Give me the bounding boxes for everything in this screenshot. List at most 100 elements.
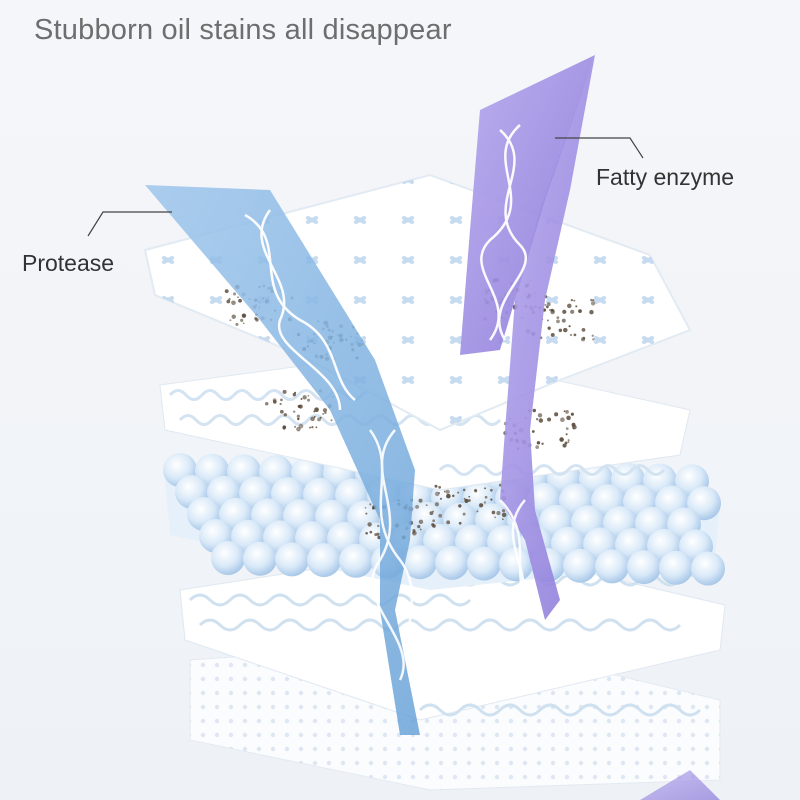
stain-particle — [467, 499, 471, 502]
absorbent-bead — [467, 546, 501, 581]
stain-particle — [314, 407, 319, 413]
stain-particle — [434, 484, 438, 488]
stain-particle — [458, 521, 462, 525]
stain-particle — [282, 426, 286, 430]
stain-particle — [535, 418, 539, 421]
stain-particle — [282, 389, 287, 394]
stain-particle — [231, 300, 236, 306]
stain-particle — [531, 430, 535, 433]
absorbent-bead-layer — [163, 440, 725, 590]
absorbent-bead — [595, 549, 629, 584]
stain-particle — [590, 301, 596, 306]
stain-particle — [532, 408, 537, 413]
headline: Stubborn oil stains all disappear — [34, 14, 452, 46]
stain-particle — [279, 402, 282, 406]
stain-particle — [415, 504, 420, 509]
stain-particle — [310, 416, 315, 422]
stain-particle — [231, 314, 236, 319]
stain-particle — [547, 326, 551, 330]
stain-particle — [279, 409, 284, 414]
stain-particle — [294, 391, 297, 394]
stain-particle — [589, 309, 594, 315]
stain-particle — [240, 318, 244, 322]
stain-particle — [570, 298, 573, 302]
stain-particle — [547, 417, 552, 422]
stain-particle — [438, 485, 442, 489]
stain-particle — [575, 305, 578, 308]
stain-particle — [592, 299, 595, 302]
absorbent-bead — [275, 542, 309, 577]
stain-particle — [432, 519, 436, 523]
stain-particle — [556, 316, 560, 320]
stain-particle — [377, 535, 381, 540]
stain-particle — [315, 426, 318, 429]
stain-particle — [412, 529, 416, 533]
stain-particle — [464, 498, 469, 504]
stain-particle — [417, 524, 421, 529]
protease-label: Protease — [22, 250, 115, 276]
stain-particle — [562, 309, 567, 314]
stain-particle — [484, 487, 486, 490]
stain-particle — [573, 333, 577, 337]
stain-particle — [490, 498, 493, 501]
stain-particle — [550, 333, 555, 337]
absorbent-bead — [403, 545, 437, 580]
stain-particle — [491, 510, 496, 515]
stain-particle — [490, 488, 493, 492]
stain-particle — [570, 309, 575, 314]
stain-particle — [322, 408, 328, 413]
stain-particle — [541, 442, 544, 445]
absorbent-bead — [243, 541, 277, 576]
stain-particle — [494, 516, 497, 519]
stain-particle — [293, 425, 297, 428]
stain-particle — [484, 495, 488, 499]
stain-particle — [457, 491, 460, 494]
stain-particle — [581, 327, 586, 332]
fatty-enzyme-ribbon — [460, 55, 720, 800]
stain-particle — [558, 328, 563, 333]
stain-particle — [547, 319, 549, 322]
stain-particle — [578, 309, 582, 314]
stain-particle — [438, 513, 443, 518]
stain-particle — [582, 336, 586, 340]
stain-particle — [322, 413, 325, 415]
stain-particle — [418, 519, 424, 525]
stain-particle — [446, 493, 451, 499]
stain-particle — [568, 325, 571, 328]
absorbent-bead — [499, 547, 533, 582]
absorbent-bead — [211, 541, 245, 575]
stain-particle — [501, 509, 506, 513]
stain-particle — [537, 413, 543, 418]
stain-particle — [546, 302, 551, 307]
stain-particle — [567, 303, 572, 309]
stain-particle — [376, 532, 380, 536]
stain-particle — [432, 524, 436, 528]
stain-particle — [434, 491, 440, 497]
stain-particle — [226, 299, 231, 304]
stain-particle — [479, 503, 484, 507]
stain-particle — [468, 495, 471, 498]
stain-particle — [228, 298, 231, 301]
stain-particle — [566, 415, 571, 421]
stain-particle — [317, 417, 321, 422]
stain-particle — [567, 441, 570, 443]
stain-particle — [237, 296, 239, 299]
stain-particle — [330, 419, 333, 422]
stain-particle — [425, 504, 428, 507]
stain-particle — [535, 445, 540, 449]
stain-particle — [242, 322, 245, 325]
stain-particle — [232, 292, 237, 296]
stain-particle — [307, 394, 310, 397]
stain-particle — [429, 511, 434, 516]
stain-particle — [265, 402, 269, 406]
fatty-enzyme-label: Fatty enzyme — [596, 164, 735, 190]
stain-particle — [446, 520, 451, 525]
stain-particle — [369, 503, 372, 506]
stain-particle — [462, 488, 466, 492]
stain-particle — [474, 488, 478, 492]
stain-particle — [567, 439, 570, 442]
stain-particle — [307, 398, 311, 402]
stain-particle — [443, 490, 446, 493]
stain-particle — [591, 334, 594, 337]
